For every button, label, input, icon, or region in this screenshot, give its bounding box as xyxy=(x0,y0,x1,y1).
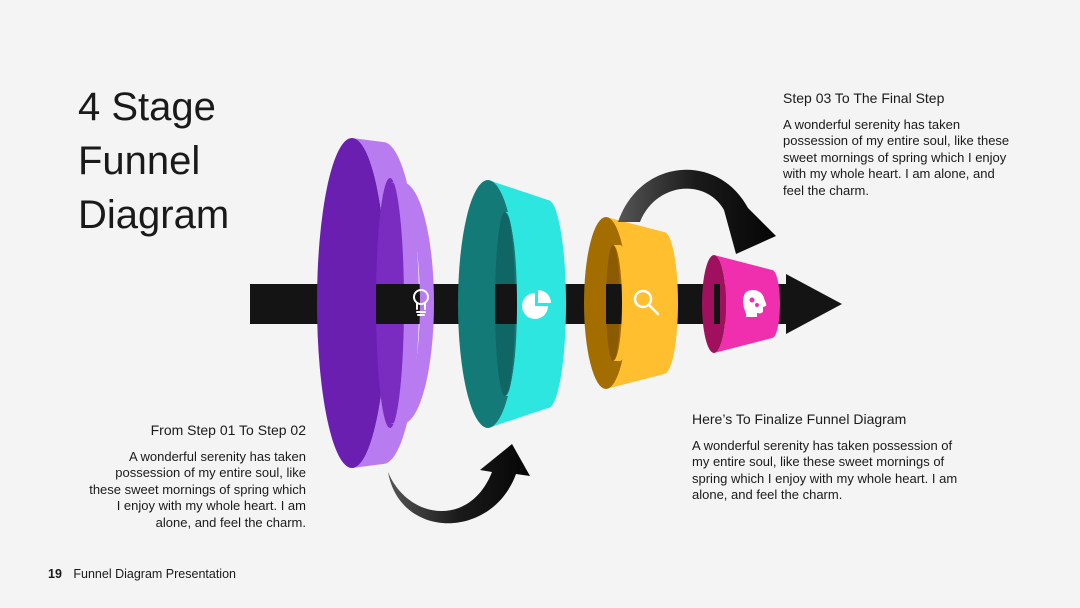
page-title: 4 Stage Funnel Diagram xyxy=(78,85,230,237)
lightbulb-icon xyxy=(413,289,429,316)
magnifier-icon xyxy=(633,289,660,316)
page-number: 19 xyxy=(48,567,62,581)
funnel-stage-1 xyxy=(317,138,434,468)
step-1-body: A wonderful serenity has taken possessio… xyxy=(89,448,306,530)
step-block-1: From Step 01 To Step 02 A wonderful sere… xyxy=(88,422,306,531)
footer: 19 Funnel Diagram Presentation xyxy=(48,567,236,581)
pie-chart-icon xyxy=(522,290,551,319)
step-block-3: Here’s To Finalize Funnel Diagram A wond… xyxy=(692,411,967,504)
footer-label: Funnel Diagram Presentation xyxy=(73,567,236,581)
curved-arrow-top xyxy=(618,169,776,254)
head-gears-icon xyxy=(743,290,767,317)
step-1-heading: From Step 01 To Step 02 xyxy=(150,422,306,438)
funnel-stage-3 xyxy=(584,217,678,389)
curved-arrow-bottom xyxy=(388,444,530,524)
step-block-2: Step 03 To The Final Step A wonderful se… xyxy=(783,90,1013,199)
arrow-head xyxy=(786,274,842,334)
funnel-stage-4 xyxy=(702,255,780,353)
funnel-stage-2 xyxy=(458,180,566,428)
step-3-body: A wonderful serenity has taken possessio… xyxy=(692,437,958,503)
step-2-body: A wonderful serenity has taken possessio… xyxy=(783,116,1010,198)
step-3-heading: Here’s To Finalize Funnel Diagram xyxy=(692,411,907,427)
step-2-heading: Step 03 To The Final Step xyxy=(783,90,945,106)
